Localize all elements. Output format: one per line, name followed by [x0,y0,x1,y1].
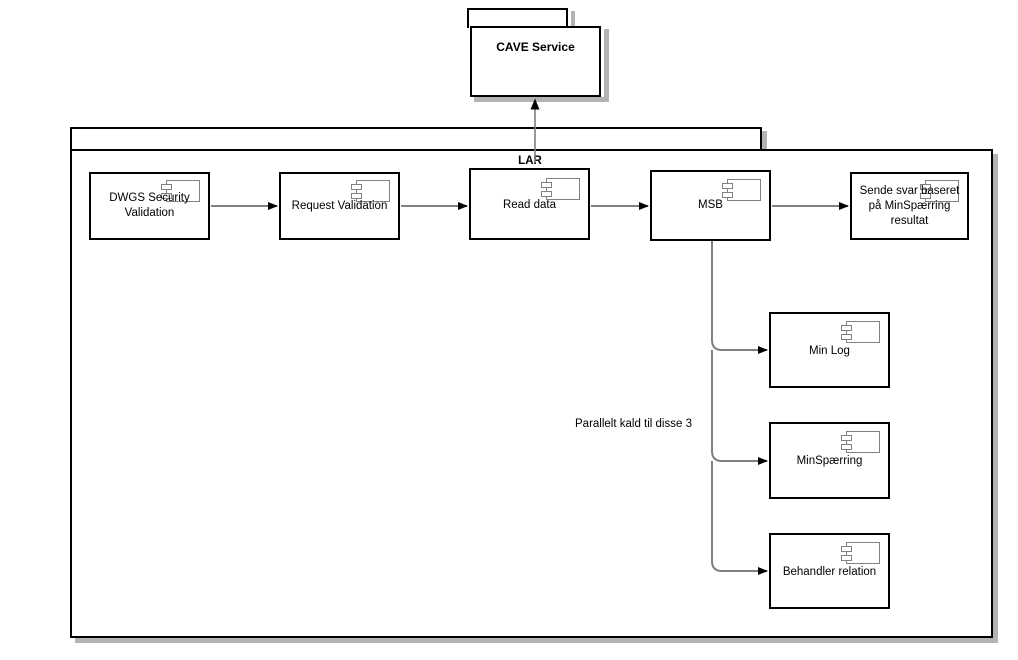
component-icon [920,180,959,202]
cave-service-label: CAVE Service [496,40,575,54]
component-min-log[interactable]: Min Log [769,312,890,388]
component-request-validation[interactable]: Request Validation [279,172,400,240]
parallel-call-note: Parallelt kald til disse 3 [575,418,692,430]
lar-package-tab [70,127,762,151]
cave-service-tab [467,8,568,28]
cave-service-shadow [604,29,609,100]
component-icon [722,179,761,201]
component-dwgs-security-validation[interactable]: DWGS Security Validation [89,172,210,240]
component-icon [161,180,200,202]
component-icon [351,180,390,202]
component-icon [541,178,580,200]
component-read-data[interactable]: Read data [469,168,590,240]
lar-package-shadow-bottom [75,638,998,643]
lar-package-label: LAR [518,155,542,167]
component-icon [841,321,880,343]
cave-service-tab-shadow [571,11,575,29]
component-icon [841,431,880,453]
component-behandler-relation[interactable]: Behandler relation [769,533,890,609]
component-min-spaerring[interactable]: MinSpærring [769,422,890,499]
component-icon [841,542,880,564]
component-label: MinSpærring [796,455,863,467]
cave-service-node[interactable]: CAVE Service [470,26,601,97]
component-msb[interactable]: MSB [650,170,771,241]
cave-service-shadow-bottom [474,97,609,102]
component-sende-svar[interactable]: Sende svar baseret på MinSpærring result… [850,172,969,240]
component-label: Behandler relation [782,566,877,578]
component-label: Read data [502,199,557,211]
lar-package-shadow-right [993,154,998,641]
lar-package-tab-shadow [762,131,767,149]
component-label: Min Log [809,345,850,357]
